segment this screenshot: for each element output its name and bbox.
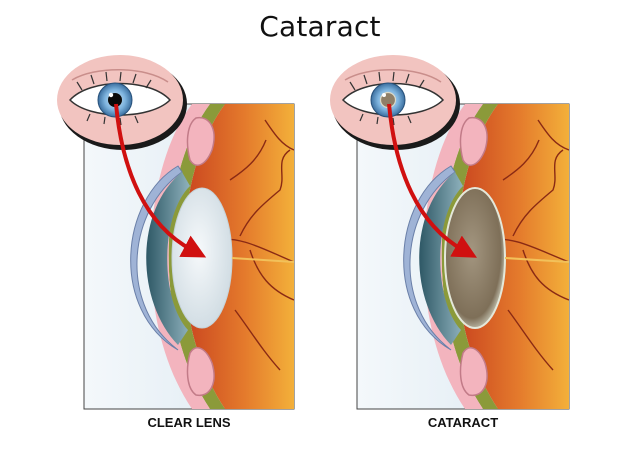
- clear-lens-label: CLEAR LENS: [84, 415, 294, 430]
- eye-highlight: [109, 93, 113, 97]
- eye-highlight: [382, 93, 386, 97]
- clear-lens-panel: [84, 104, 294, 409]
- cataract-label: CATARACT: [357, 415, 569, 430]
- cataract-panel: [357, 104, 569, 409]
- clear-lens: [172, 188, 232, 328]
- cloudy-lens: [445, 188, 505, 328]
